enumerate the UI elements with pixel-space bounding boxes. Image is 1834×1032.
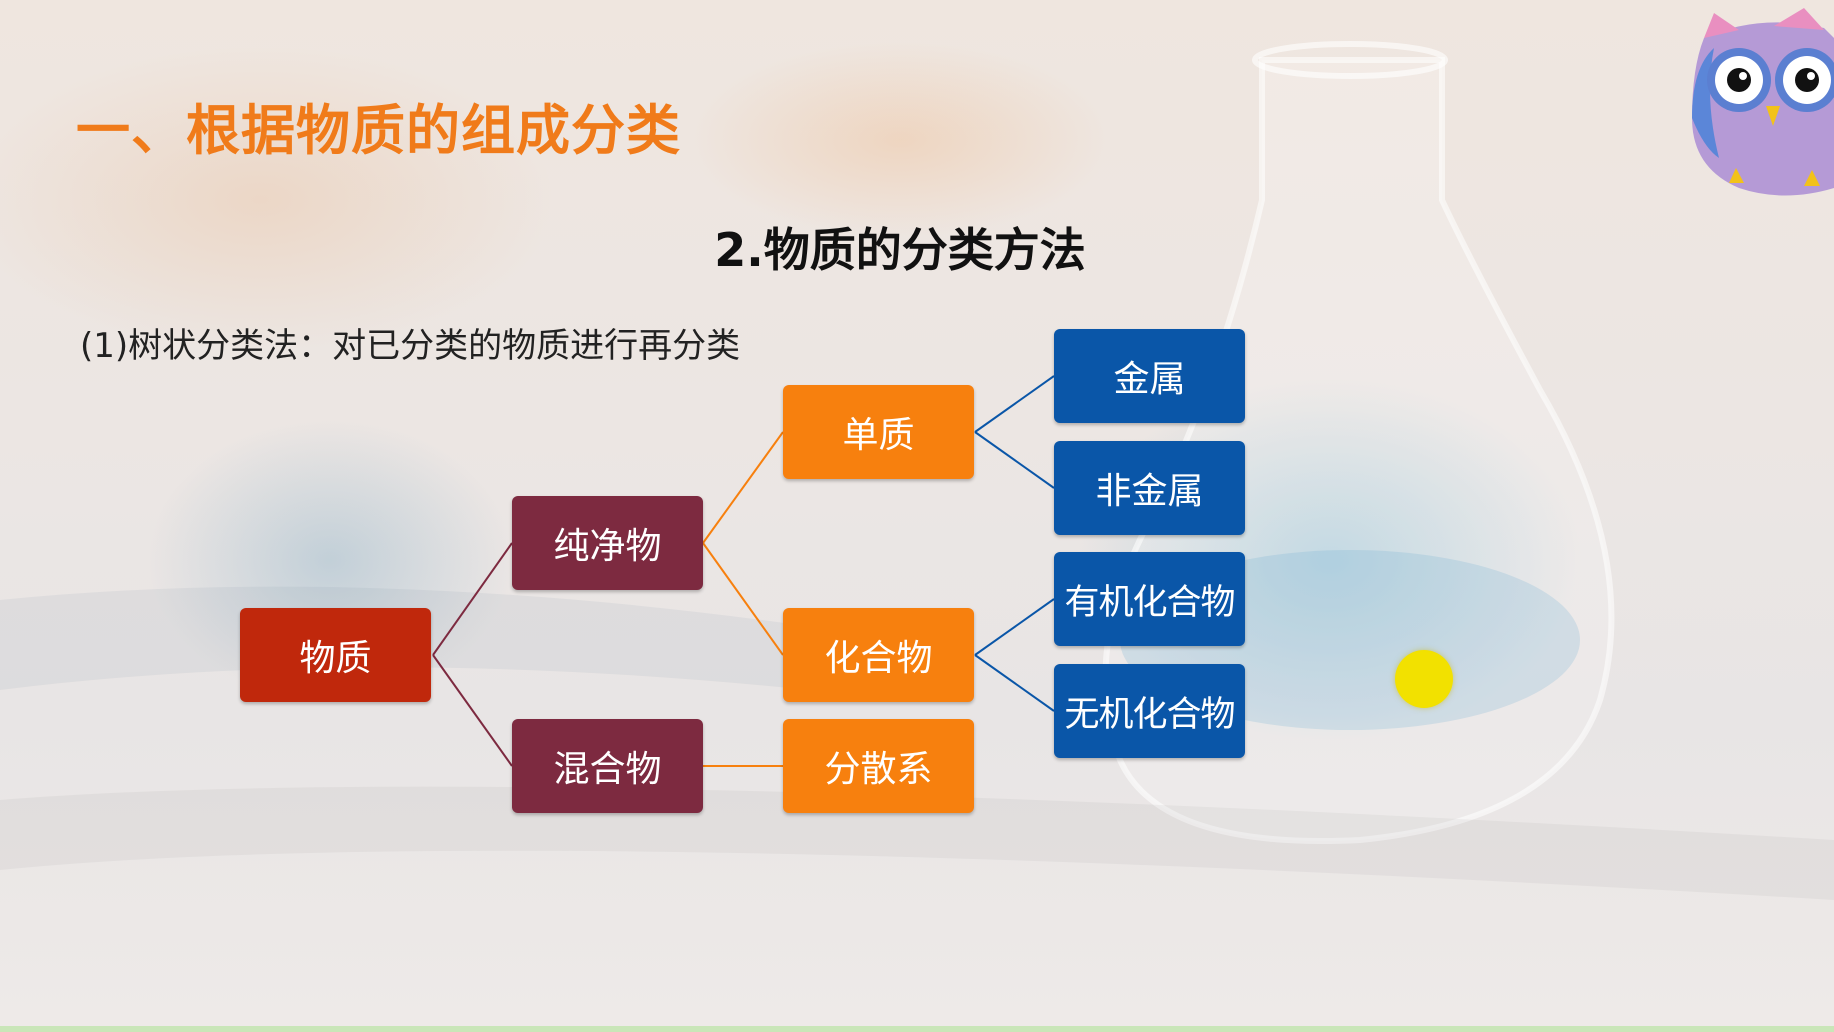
node-element: 单质 (783, 385, 974, 479)
node-pure-substance: 纯净物 (512, 496, 703, 590)
connector-element-metal (974, 375, 1055, 433)
connector-root-pure (432, 542, 513, 656)
node-organic-compound: 有机化合物 (1054, 552, 1245, 646)
node-dispersion-system: 分散系 (783, 719, 974, 813)
connector-root-mixture (432, 654, 513, 767)
connector-pure-compound (702, 542, 784, 656)
node-mixture: 混合物 (512, 719, 703, 813)
section-heading: 一、根据物质的组成分类 (76, 99, 681, 162)
node-root: 物质 (240, 608, 431, 702)
node-compound: 化合物 (783, 608, 974, 702)
connector-compound-organic (974, 598, 1055, 656)
node-inorganic-compound: 无机化合物 (1054, 664, 1245, 758)
connector-compound-inorganic (974, 654, 1055, 712)
connector-element-nonmetal (974, 431, 1055, 489)
bottom-strip (0, 1026, 1834, 1032)
subtitle-text: 2.物质的分类方法 (714, 223, 1086, 277)
owl-icon (1692, 8, 1834, 196)
node-metal: 金属 (1054, 329, 1245, 423)
connector-pure-element (702, 431, 784, 544)
method-description: (1)树状分类法：对已分类的物质进行再分类 (80, 326, 741, 366)
slide-subtitle: 2.物质的分类方法 (0, 214, 1834, 280)
node-nonmetal: 非金属 (1054, 441, 1245, 535)
laser-pointer-dot (1395, 650, 1453, 708)
